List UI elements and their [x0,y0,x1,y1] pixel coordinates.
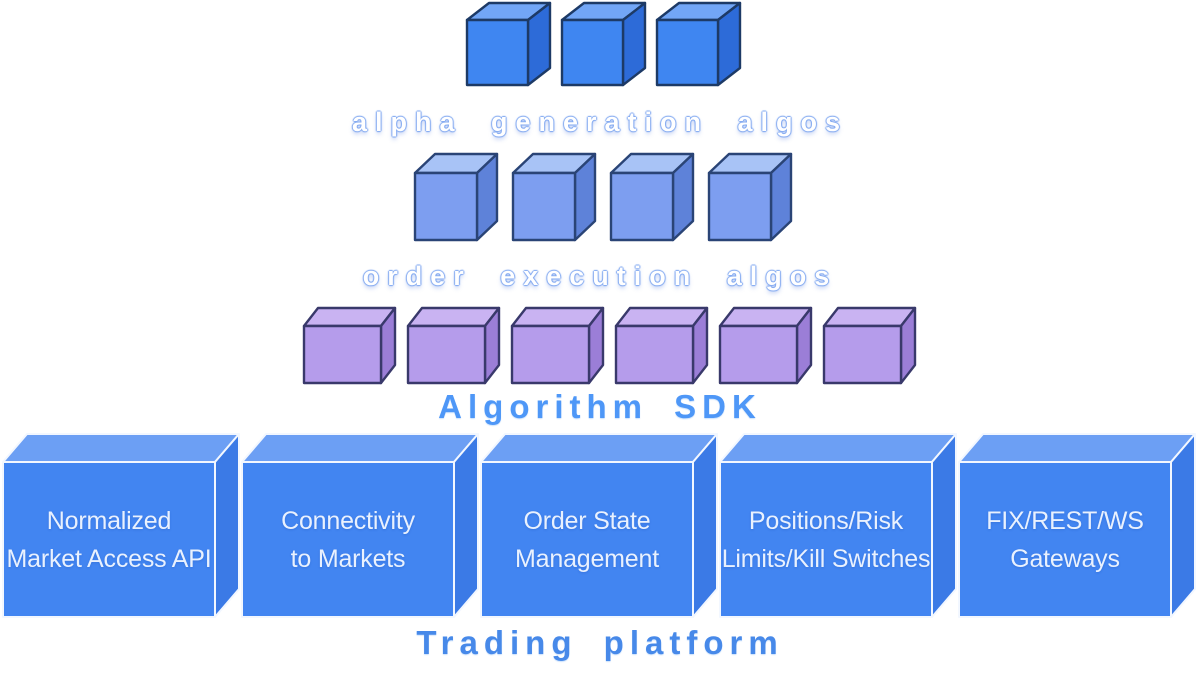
sdk-cube-top-face [302,306,397,328]
exec-row-label: order execution algos [362,261,838,291]
exec-cube-front-face [413,171,479,242]
sdk-cube-top-face [510,306,605,328]
exec-cube-front-face [707,171,773,242]
sdk-cube-top-face [406,306,501,328]
platform-box-front-face [958,461,1172,618]
alpha-row-label: alpha generation algos [351,107,849,137]
platform-box [958,433,1196,618]
platform-box-top-face [958,433,1196,463]
sdk-cube [614,306,709,385]
platform-box-side-face [692,433,718,618]
sdk-cube-front-face [822,324,903,385]
sdk-cube-top-face [718,306,813,328]
sdk-cube-top-face [822,306,917,328]
platform-box-side-face [1170,433,1196,618]
sdk-cube [406,306,501,385]
sdk-cube-front-face [510,324,591,385]
sdk-cube [510,306,605,385]
sdk-cube-front-face [406,324,487,385]
exec-cube [609,152,695,242]
sdk-row-label: Algorithm SDK [438,388,762,425]
platform-box-top-face [2,433,240,463]
exec-cube-front-face [511,171,577,242]
exec-cube-front-face [609,171,675,242]
platform-box-top-face [241,433,479,463]
platform-box-front-face [2,461,216,618]
platform-box [719,433,957,618]
platform-box-side-face [453,433,479,618]
platform-box [2,433,240,618]
sdk-cube-front-face [302,324,383,385]
alpha-cube [560,1,647,87]
platform-box [241,433,479,618]
alpha-cube-front-face [560,18,625,87]
platform-box-side-face [931,433,957,618]
exec-cube [413,152,499,242]
platform-row-label: Trading platform [416,624,784,661]
sdk-cube-front-face [718,324,799,385]
platform-box-front-face [719,461,933,618]
platform-box-front-face [241,461,455,618]
sdk-cube-front-face [614,324,695,385]
sdk-cube-top-face [614,306,709,328]
platform-box-top-face [719,433,957,463]
alpha-cube-front-face [465,18,530,87]
sdk-cube [302,306,397,385]
platform-box-front-face [480,461,694,618]
platform-box-side-face [214,433,240,618]
sdk-cube [718,306,813,385]
exec-cube [511,152,597,242]
platform-box-top-face [480,433,718,463]
alpha-cube-front-face [655,18,720,87]
platform-box [480,433,718,618]
alpha-cube [465,1,552,87]
alpha-cube [655,1,742,87]
exec-cube [707,152,793,242]
sdk-cube [822,306,917,385]
